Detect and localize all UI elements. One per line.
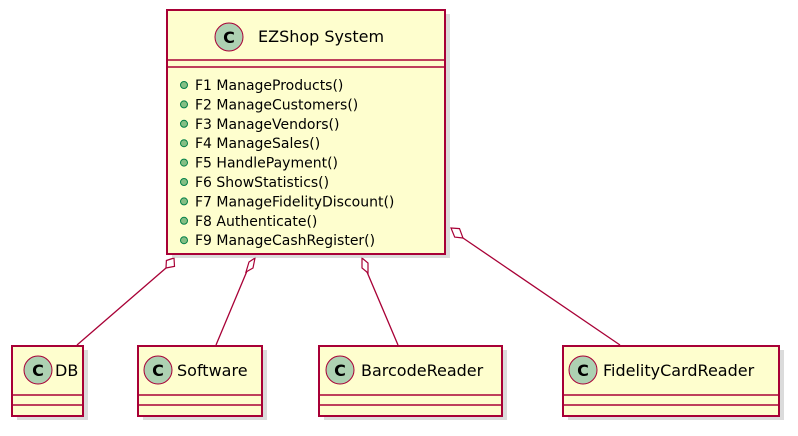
method-item: F8 Authenticate() (195, 214, 317, 230)
aggregation-edges (76, 227, 621, 346)
class-c-icon (325, 355, 355, 385)
public-method-icon (180, 197, 188, 206)
class-badge-letter: C (223, 28, 235, 47)
public-method-icon (180, 100, 188, 109)
edge-ezshop-db (76, 257, 176, 346)
method-item: F2 ManageCustomers() (195, 97, 358, 113)
aggregation-diamond-icon (165, 257, 176, 269)
class-barcodereader: C BarcodeReader (318, 345, 507, 420)
class-ezshop-system: C EZShop System F1 ManageProducts() F2 Ma… (166, 9, 450, 258)
method-item: F7 ManageFidelityDiscount() (195, 194, 394, 210)
class-badge-letter: C (152, 361, 164, 380)
method-item: F4 ManageSales() (195, 136, 320, 152)
class-badge-letter: C (32, 361, 44, 380)
class-box (166, 9, 446, 255)
class-c-icon (214, 22, 244, 52)
method-item: F1 ManageProducts() (195, 78, 343, 94)
edge-line (462, 237, 621, 346)
aggregation-diamond-icon (244, 256, 256, 274)
edge-line (76, 267, 167, 346)
class-c-icon (143, 355, 173, 385)
public-method-icon (180, 158, 188, 167)
edge-line (215, 270, 248, 346)
method-list: F1 ManageProducts() F2 ManageCustomers() F… (180, 78, 394, 249)
class-name: BarcodeReader (361, 361, 484, 380)
class-badge-letter: C (577, 361, 589, 380)
class-fidelitycardreader: C FidelityCardReader (562, 345, 784, 420)
public-method-icon (180, 178, 188, 186)
method-item: F3 ManageVendors() (195, 117, 339, 133)
class-c-icon (568, 355, 598, 385)
edge-ezshop-fidelitycardreader (450, 227, 621, 346)
aggregation-diamond-icon (361, 256, 369, 275)
method-item: F5 HandlePayment() (195, 156, 338, 172)
class-c-icon (23, 355, 53, 385)
class-db: C DB (11, 345, 88, 420)
public-method-icon (180, 216, 188, 225)
public-method-icon (180, 236, 188, 245)
class-name: FidelityCardReader (603, 361, 755, 380)
class-software: C Software (137, 345, 267, 420)
edge-ezshop-barcodereader (361, 256, 399, 346)
aggregation-diamond-icon (450, 227, 464, 239)
class-name: EZShop System (258, 27, 384, 46)
public-method-icon (180, 139, 188, 148)
class-name: Software (177, 361, 248, 380)
public-method-icon (180, 119, 188, 128)
method-item: F9 ManageCashRegister() (195, 233, 375, 249)
edge-ezshop-software (215, 256, 256, 346)
class-badge-letter: C (334, 361, 346, 380)
class-name: DB (55, 361, 78, 380)
public-method-icon (180, 81, 188, 89)
edge-line (366, 271, 399, 346)
method-item: F6 ShowStatistics() (195, 175, 329, 191)
